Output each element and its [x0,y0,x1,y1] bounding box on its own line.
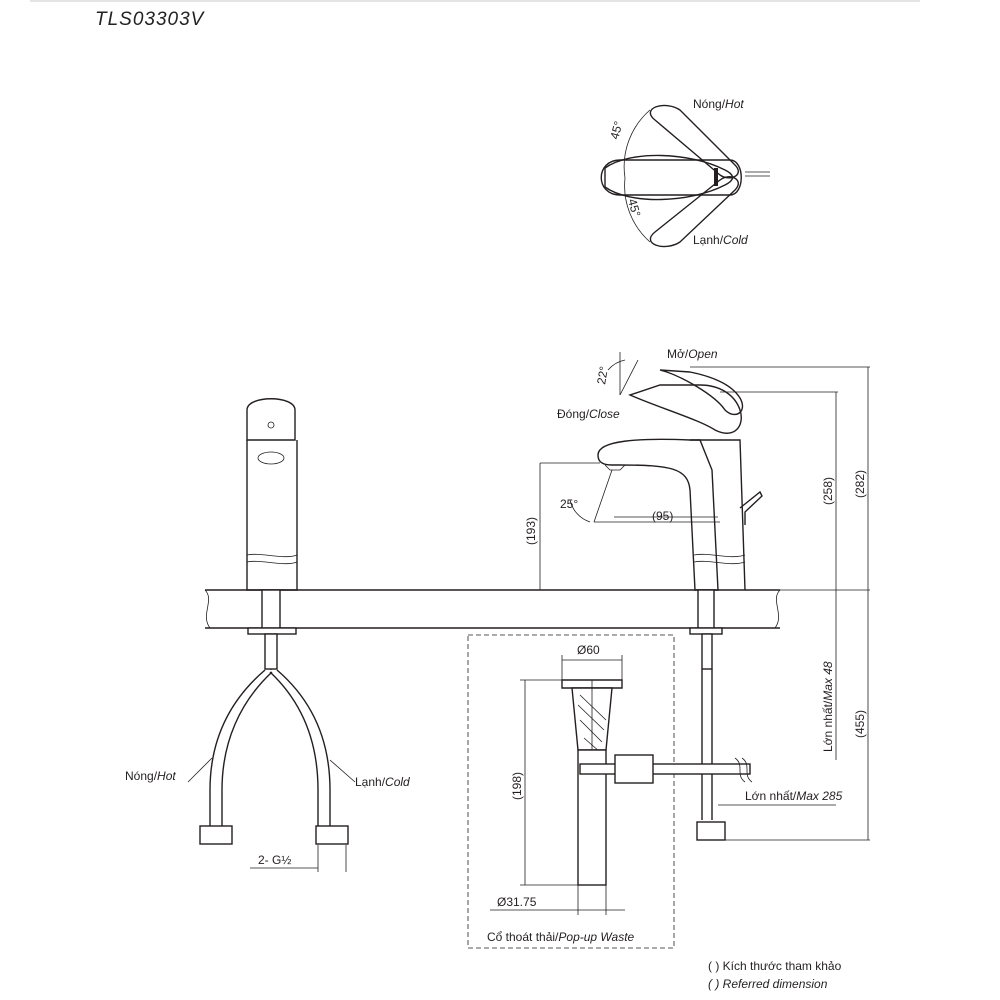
dim-455-label: (455) [853,710,867,738]
front-break-1 [246,553,298,558]
deck-break-left [204,589,211,629]
handle-hot-position [649,104,739,179]
waste-rod-break [734,757,753,783]
model-title: TLS03303V [95,9,205,30]
hose-hot-inner [221,671,273,830]
dim-60-label: Ø60 [577,643,600,657]
side-shank [697,589,715,629]
angle-arc-hot [623,109,651,179]
side-view: 22° Mở/Open Đóng/Close 25° (95) (193) (2… [524,347,870,841]
open-angle-arm [619,359,639,396]
front-break-2 [246,560,298,565]
front-shank [261,589,281,629]
side-break-2 [693,560,746,565]
dim-198-label: (198) [510,772,524,800]
front-cold-leader [329,759,356,783]
legend-line-en: ( ) Referred dimension [708,977,828,991]
front-aerator [257,451,285,465]
open-label: Mở/Open [667,347,718,361]
legend: ( ) Kích thước tham khảo ( ) Referred di… [708,959,842,991]
handle-indicator [714,168,718,186]
front-hot-label: Nóng/Hot [125,769,176,783]
deck-break-right [774,589,781,629]
waste-caption: Cổ thoát thải/Pop-up Waste [487,930,635,944]
dim-258-label: (258) [821,477,835,505]
side-hose-fitting [696,821,726,841]
handle-top-view: 45° 45° Nóng/Hot Lạnh/Cold [600,97,770,248]
waste-view: Ø60 (198) Ø31.75 Cổ thoát thải/Pop-up Wa… [467,634,753,949]
handle-center-position [604,154,734,201]
front-handle [246,398,296,441]
connection-label: 2- G½ [258,853,291,867]
spout-angle-line [593,469,613,523]
angle-label-cold: 45° [625,197,643,218]
dim-3175-label: Ø31.75 [497,895,537,909]
front-hot-leader [187,757,213,783]
handle-base-outline [600,159,742,196]
open-angle-arc [607,359,626,371]
max-48-label: Lớn nhất/Max 48 [821,661,835,752]
spout-angle-label: 25° [560,497,578,511]
countertop [204,589,781,629]
top-rule [30,0,920,2]
close-label: Đóng/Close [557,407,620,421]
legend-line-vi: ( ) Kích thước tham khảo [708,959,842,973]
front-view: Nóng/Hot Lạnh/Cold 2- G½ [125,398,410,872]
waste-pivot [614,754,654,784]
hose-hot [209,669,266,830]
max-285-label: Lớn nhất/Max 285 [745,789,843,803]
front-indicator [267,421,275,429]
angle-label-hot: 45° [607,119,625,140]
side-popup-lever [739,490,763,525]
spout-angle-arc [569,499,591,523]
front-cold-label: Lạnh/Cold [355,775,410,789]
side-handle-open [659,369,744,416]
handle-cold-label: Lạnh/Cold [693,233,748,247]
waste-rod [579,763,751,775]
side-body [690,439,746,591]
hose-cold [276,669,331,830]
open-angle-label: 22° [594,365,611,385]
dim-282-label: (282) [853,470,867,498]
side-nut [689,627,723,635]
front-nut [247,627,297,635]
title-bar: TLS03303V [0,0,1000,34]
dim-193-label: (193) [524,517,538,545]
hose-cold-inner [269,671,319,830]
waste-frame [467,634,675,949]
side-handle-closed [628,384,742,434]
waste-hatch [577,694,607,753]
dim-95-label: (95) [652,509,673,523]
side-spout [597,438,719,591]
handle-hot-label: Nóng/Hot [693,97,744,111]
hose-cold-fitting [315,825,349,845]
hose-hot-fitting [199,825,233,845]
front-body [246,440,298,591]
angle-arc-cold [624,177,651,243]
side-stud [701,633,713,670]
handle-cold-position [649,176,739,248]
side-break-1 [693,553,746,558]
side-aerator [604,464,626,471]
front-stud-body [264,633,278,670]
